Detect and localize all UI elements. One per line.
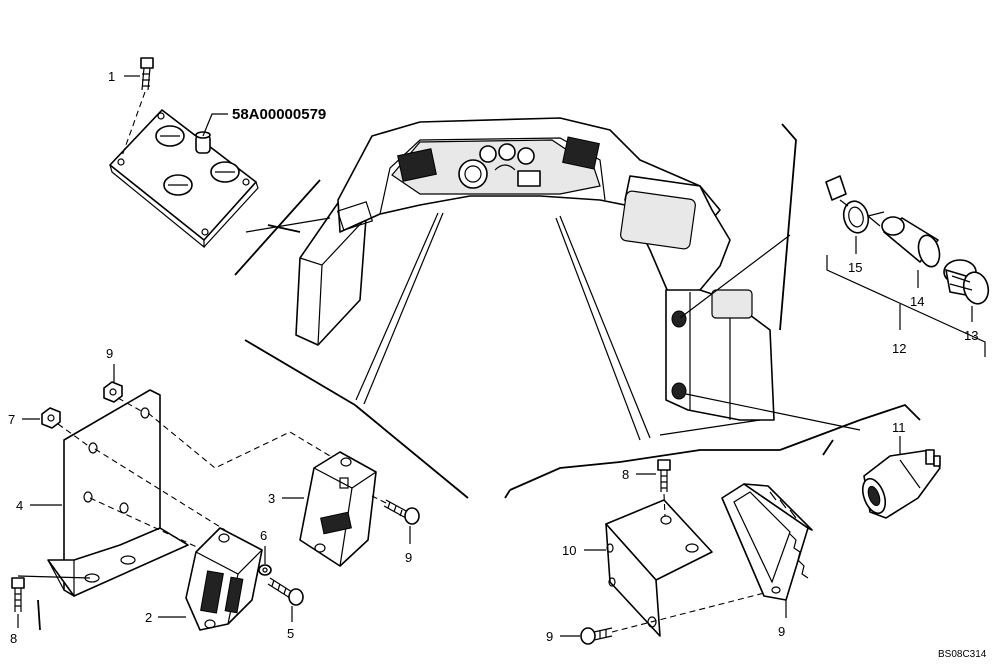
callout-11: 9 <box>778 624 785 639</box>
callout-8-right: 8 <box>622 467 629 482</box>
washer-6 <box>258 564 272 576</box>
bracket-4 <box>47 389 189 597</box>
callout-16: 14 <box>910 294 924 309</box>
callout-17: 15 <box>848 260 862 275</box>
callout-9-right: 9 <box>546 629 553 644</box>
callout-1: 1 <box>108 69 115 84</box>
nut-10 <box>103 381 144 413</box>
ring-17 <box>825 175 870 234</box>
nut-7 <box>41 407 91 448</box>
screw-9-left <box>371 495 420 525</box>
callout-10: 9 <box>106 346 113 361</box>
reference-code: BS08C314 <box>938 649 987 660</box>
callout-12: 10 <box>562 543 576 558</box>
callout-8-left: 8 <box>10 631 17 646</box>
sleeve-16 <box>866 211 941 268</box>
bolt-1 <box>121 57 154 157</box>
screw-5 <box>267 577 304 606</box>
callout-4: 4 <box>16 498 23 513</box>
callout-5: 5 <box>287 626 294 641</box>
callout-2: 2 <box>145 610 152 625</box>
bracket-12 <box>605 499 713 637</box>
callout-14: 12 <box>892 341 906 356</box>
socket-13 <box>861 449 941 519</box>
bolt-8-right <box>657 459 671 517</box>
module-2 <box>185 527 263 631</box>
dashboard-console <box>234 117 921 499</box>
part-number-label: 58A00000579 <box>232 106 326 123</box>
callout-9-left: 9 <box>405 550 412 565</box>
lighter-15 <box>943 259 990 305</box>
switch-panel-58a00000579 <box>109 109 259 249</box>
callout-3: 3 <box>268 491 275 506</box>
module-3 <box>299 451 377 567</box>
screw-9-right <box>580 589 777 645</box>
control-unit-11 <box>721 483 813 601</box>
callout-6: 6 <box>260 528 267 543</box>
callout-7: 7 <box>8 412 15 427</box>
callout-13: 11 <box>892 420 906 435</box>
bolt-8-left <box>11 575 91 612</box>
